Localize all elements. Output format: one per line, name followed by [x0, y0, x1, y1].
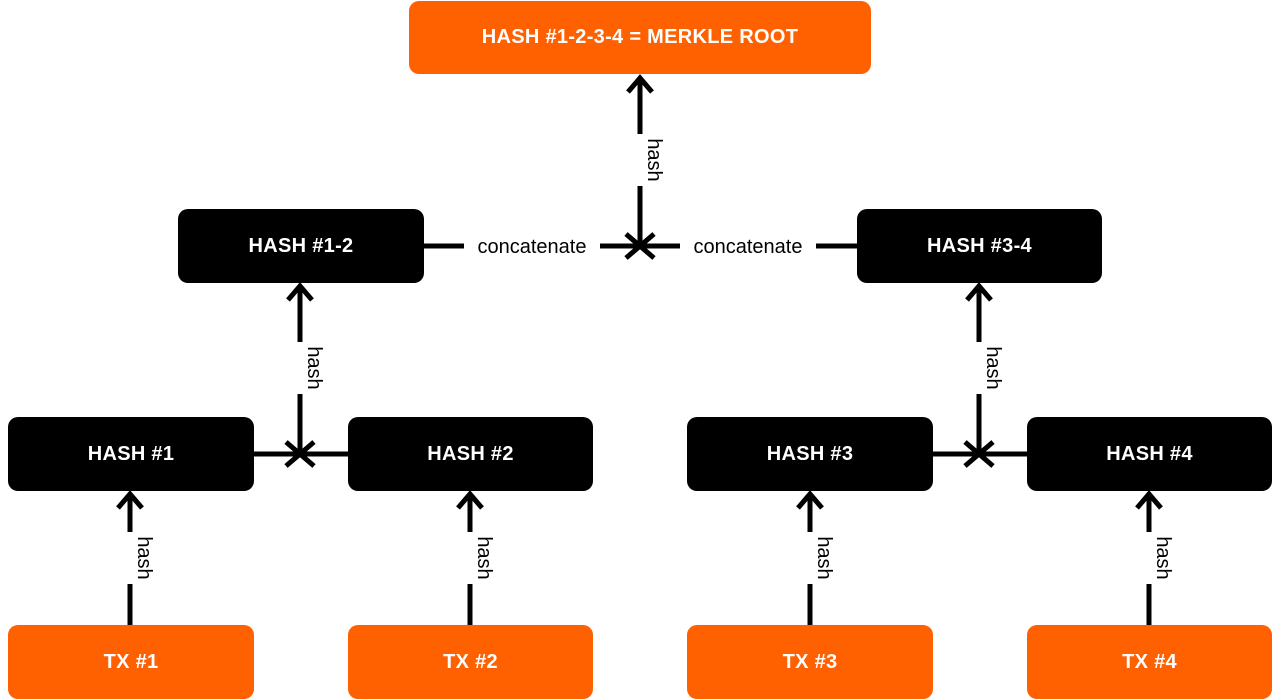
hash-2-node: HASH #2 [348, 417, 593, 491]
tx-1-node: TX #1 [8, 625, 254, 699]
hash-label-root: hash [643, 138, 665, 181]
hash-3-4-node: HASH #3-4 [857, 209, 1102, 283]
merkle-root-label: HASH #1-2-3-4 = MERKLE ROOT [481, 26, 799, 48]
tx-4-node: TX #4 [1027, 625, 1272, 699]
hash-label-hash34: hash [982, 346, 1004, 389]
tx-4-label: TX #4 [1122, 650, 1177, 673]
hash-1-2-label: HASH #1-2 [248, 234, 354, 257]
arrowhead-hash4 [1135, 490, 1163, 510]
hash-label-tx3: hash [813, 536, 835, 579]
hash-1-node: HASH #1 [8, 417, 254, 491]
tx-3-label: TX #3 [782, 650, 838, 673]
hash-label-hash12: hash [303, 346, 325, 389]
hash-3-label: HASH #3 [766, 442, 854, 465]
hash-3-4-label: HASH #3-4 [927, 234, 1032, 257]
arrowhead-hash1 [116, 490, 144, 510]
concatenate-label-left: concatenate [478, 236, 587, 258]
arrowhead-root [626, 74, 654, 94]
hash-1-label: HASH #1 [87, 442, 175, 465]
concatenate-label-right: concatenate [694, 236, 803, 258]
arrowhead-hash3 [796, 490, 824, 510]
hash-4-label: HASH #4 [1106, 442, 1193, 465]
arrowhead-hash12 [286, 282, 314, 302]
hash-label-tx4: hash [1152, 536, 1174, 579]
hash-1-2-node: HASH #1-2 [178, 209, 424, 283]
arrowhead-hash34 [965, 282, 993, 302]
merkle-root-node: HASH #1-2-3-4 = MERKLE ROOT [409, 1, 871, 74]
hash-label-tx1: hash [133, 536, 155, 579]
arrowhead-hash2 [456, 490, 484, 510]
hash-3-node: HASH #3 [687, 417, 933, 491]
tx-2-label: TX #2 [443, 650, 498, 673]
tx-3-node: TX #3 [687, 625, 933, 699]
hash-label-tx2: hash [473, 536, 495, 579]
hash-4-node: HASH #4 [1027, 417, 1272, 491]
hash-2-label: HASH #2 [427, 442, 514, 465]
tx-1-label: TX #1 [103, 650, 159, 673]
tx-2-node: TX #2 [348, 625, 593, 699]
